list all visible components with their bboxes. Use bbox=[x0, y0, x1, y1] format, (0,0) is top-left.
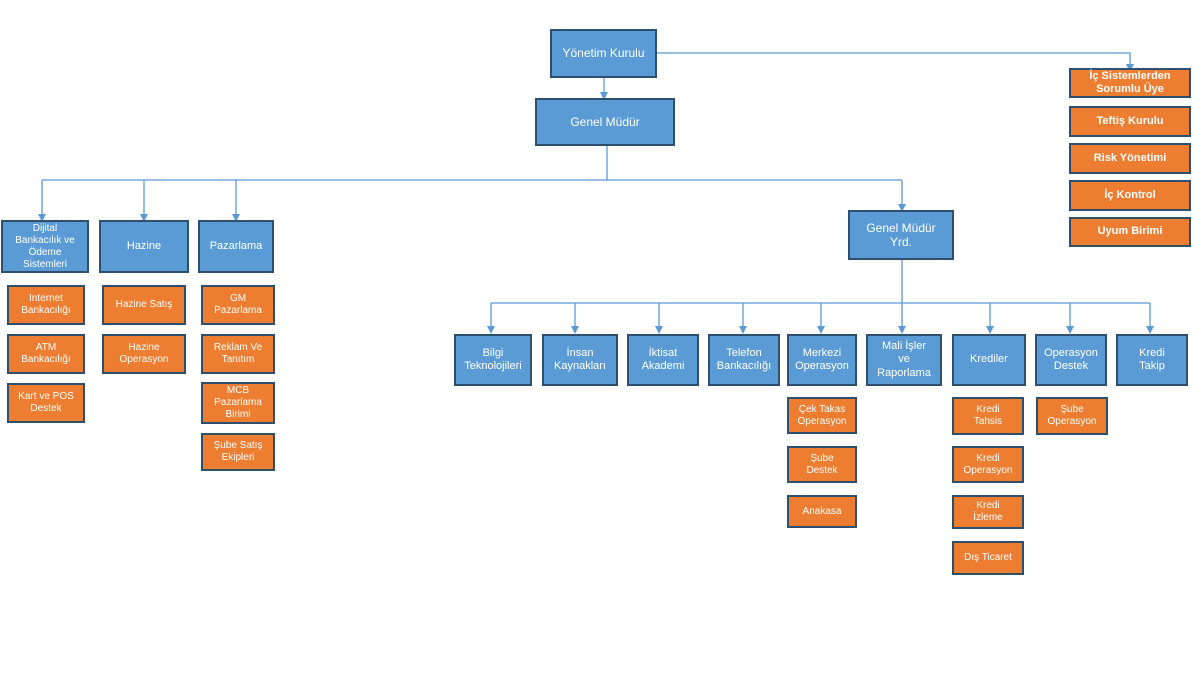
node-treasury-sales: Hazine Satış bbox=[102, 285, 186, 325]
node-check-clearing: Çek Takas Operasyon bbox=[787, 397, 857, 434]
node-finance-reporting: Mali İşler ve Raporlama bbox=[866, 334, 942, 386]
node-human-resources: İnsan Kaynakları bbox=[542, 334, 618, 386]
node-phone-banking: Telefon Bankacılığı bbox=[708, 334, 780, 386]
node-central-operations: Merkezi Operasyon bbox=[787, 334, 857, 386]
node-information-technology: Bilgi Teknolojileri bbox=[454, 334, 532, 386]
node-inspection-board: Teftiş Kurulu bbox=[1069, 106, 1191, 137]
node-deputy-general-manager: Genel Müdür Yrd. bbox=[848, 210, 954, 260]
node-treasury-operations: Hazine Operasyon bbox=[102, 334, 186, 374]
node-branch-sales-teams: Şube Satış Ekipleri bbox=[201, 433, 275, 471]
node-branch-operations: Şube Operasyon bbox=[1036, 397, 1108, 435]
node-compliance-unit: Uyum Birimi bbox=[1069, 217, 1191, 247]
node-credits: Krediler bbox=[952, 334, 1026, 386]
node-advertising: Reklam Ve Tanıtım bbox=[201, 334, 275, 374]
node-internal-systems-member: İç Sistemlerden Sorumlu Üye bbox=[1069, 68, 1191, 98]
node-internal-control: İç Kontrol bbox=[1069, 180, 1191, 211]
node-risk-management: Risk Yönetimi bbox=[1069, 143, 1191, 174]
node-foreign-trade: Dış Ticaret bbox=[952, 541, 1024, 575]
node-digital-banking: Dijital Bankacılık ve Ödeme Sistemleri bbox=[1, 220, 89, 273]
node-board: Yönetim Kurulu bbox=[550, 29, 657, 78]
node-main-vault: Anakasa bbox=[787, 495, 857, 528]
node-credit-monitoring: Kredi İzleme bbox=[952, 495, 1024, 529]
node-general-manager: Genel Müdür bbox=[535, 98, 675, 146]
node-mcb-marketing: MCB Pazarlama Birimi bbox=[201, 382, 275, 424]
node-card-pos-support: Kart ve POS Destek bbox=[7, 383, 85, 423]
node-treasury: Hazine bbox=[99, 220, 189, 273]
node-economics-academy: İktisat Akademi bbox=[627, 334, 699, 386]
node-internet-banking: Internet Bankacılığı bbox=[7, 285, 85, 325]
node-gm-marketing: GM Pazarlama bbox=[201, 285, 275, 325]
node-credit-allocation: Kredi Tahsis bbox=[952, 397, 1024, 435]
node-atm-banking: ATM Bankacılığı bbox=[7, 334, 85, 374]
node-credit-tracking: Kredi Takip bbox=[1116, 334, 1188, 386]
node-marketing: Pazarlama bbox=[198, 220, 274, 273]
node-branch-support: Şube Destek bbox=[787, 446, 857, 483]
node-credit-operations: Kredi Operasyon bbox=[952, 446, 1024, 483]
node-operations-support: Operasyon Destek bbox=[1035, 334, 1107, 386]
